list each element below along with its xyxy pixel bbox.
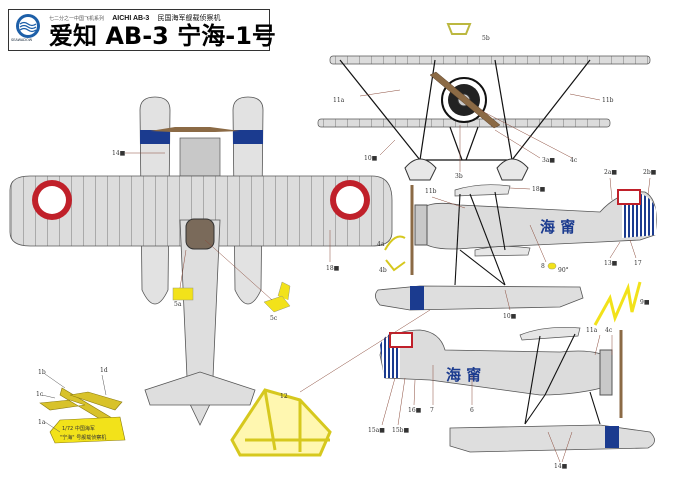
upper-wing-front (329, 55, 651, 65)
label-10: 10■ (364, 155, 378, 162)
float-front-right (496, 158, 529, 181)
page-title: 爱知 AB-3 宁海-1号 (49, 22, 276, 50)
side-view-right-facing: 海 甯 11a 4c 12 15a■ 15b■ 16■ 7 6 14■ (230, 309, 655, 470)
series-text: 七二分之一中国飞机系列 (49, 16, 105, 22)
part-8 (547, 262, 557, 270)
label-13: 13■ (604, 260, 618, 267)
part-9 (593, 281, 642, 326)
label-5c: 5c (270, 315, 278, 322)
part-5a (172, 287, 194, 301)
part-5b (446, 23, 472, 35)
label-3b: 3b (455, 173, 463, 180)
label-12: 12 (280, 393, 288, 400)
display-stand: 1/72 中国海军 "宁海" 号舰载侦察机 1b 1c 1a 1d (36, 367, 126, 444)
label-11b: 11b (602, 97, 614, 104)
label-1a: 1a (38, 419, 46, 426)
top-view: 14■ 18■ 5a 5c (9, 96, 393, 426)
engine-top (179, 137, 221, 177)
part-12 (230, 388, 332, 457)
label-17: 17 (634, 260, 642, 267)
label-16: 16■ (408, 407, 422, 414)
label-1c: 1c (36, 391, 44, 398)
description-text: 民国海军舰载侦察机 (157, 14, 221, 22)
label-15a: 15a■ (368, 427, 385, 434)
side-view-left-facing: 海 甯 11b 18■ 2a■ 2b■ 4a 4b 8 90° 13■ 17 1… (375, 169, 657, 326)
subtitle-line: 七二分之一中国飞机系列 AICHI AB-3 民国海军舰载侦察机 (49, 13, 221, 23)
label-14-side: 14■ (554, 463, 568, 470)
fuselage-characters: 海 甯 (540, 218, 575, 236)
propeller-front-icon (429, 71, 501, 129)
logo-text: SEAWADOW (11, 38, 33, 42)
front-view: 5b 11a 11b 10■ 3b 3a■ 4c (317, 23, 651, 181)
label-1d: 1d (100, 367, 108, 374)
label-6: 6 (470, 407, 474, 414)
flag-marking (617, 189, 641, 205)
label-8: 8 (541, 263, 545, 270)
model-code: AICHI AB-3 (112, 15, 150, 22)
label-3a: 3a■ (542, 157, 555, 164)
label-14: 14■ (112, 150, 126, 157)
float-front-left (404, 158, 437, 181)
stand-text-1: 1/72 中国海军 (62, 425, 95, 432)
label-18: 18■ (326, 265, 340, 272)
brand-logo-icon (16, 14, 40, 38)
part-5c (263, 281, 291, 313)
float-side (375, 285, 584, 311)
title-block: SEAWADOW 七二分之一中国飞机系列 AICHI AB-3 民国海军舰载侦察… (8, 9, 276, 51)
label-18-side: 18■ (532, 186, 546, 193)
label-11a: 11a (333, 97, 345, 104)
label-4b: 4b (379, 267, 387, 274)
label-4c-side: 4c (605, 327, 613, 334)
wing-top-view (9, 175, 393, 247)
label-7: 7 (430, 407, 434, 414)
fuselage-characters-2: 海 甯 (446, 366, 481, 384)
label-11b-side: 11b (425, 188, 437, 195)
label-2b: 2b■ (643, 169, 657, 176)
label-2a: 2a■ (604, 169, 617, 176)
label-1b: 1b (38, 369, 46, 376)
tailplane-top-view (144, 371, 256, 406)
fuselage-top-view (179, 219, 221, 426)
propeller-top-icon (150, 127, 240, 132)
label-5a: 5a (174, 301, 182, 308)
label-5b: 5b (482, 35, 490, 42)
label-4c: 4c (570, 157, 578, 164)
label-9: 9■ (640, 299, 650, 306)
stand-text-2: "宁海" 号舰载侦察机 (60, 434, 106, 441)
label-90-degrees: 90° (558, 267, 569, 274)
label-15b: 15b■ (392, 427, 409, 434)
label-4a: 4a (377, 241, 385, 248)
label-10-side: 10■ (503, 313, 517, 320)
part-4a-4b (384, 235, 406, 272)
label-11a-side: 11a (586, 327, 598, 334)
float-side-2 (449, 424, 655, 453)
